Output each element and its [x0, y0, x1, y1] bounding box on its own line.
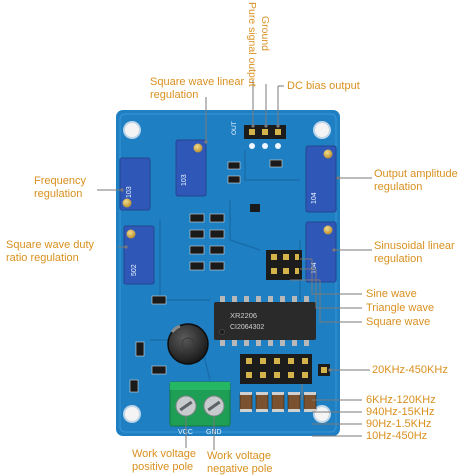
electrolytic-capacitor — [167, 323, 209, 365]
trimmer-code: 103 — [126, 186, 133, 198]
mounting-hole — [313, 405, 331, 423]
label-square-wave-linear-regulation: Square wave linear regulation — [150, 76, 245, 101]
mounting-hole — [123, 405, 141, 423]
label-work-voltage-positive-pole: Work voltage positive pole — [132, 448, 196, 473]
trimmer-frequency[interactable] — [119, 157, 151, 211]
trimmer-square-linear[interactable] — [175, 139, 207, 197]
mounting-hole — [313, 121, 331, 139]
trimmer-code: 104 — [311, 192, 318, 204]
label-ground: Ground — [259, 16, 271, 52]
label-range-10hz-450hz: 10Hz-450Hz — [366, 430, 428, 442]
label-frequency-regulation: Frequency regulation — [34, 175, 86, 200]
label-triangle-wave: Triangle wave — [366, 302, 435, 314]
label-square-wave-duty-ratio-regulation: Square wave duty ratio regulation — [6, 239, 95, 264]
xr2206-chip: XR2206 CI2064302 — [214, 296, 316, 346]
chip-marking-line2: CI2064302 — [230, 324, 264, 331]
chip-marking-line1: XR2206 — [230, 311, 257, 320]
trimmer-duty-ratio[interactable] — [123, 225, 155, 285]
label-pure-signal-output: Pure signal output — [246, 2, 258, 87]
label-range-90hz-1-5khz: 90Hz-1.5KHz — [366, 418, 432, 430]
pointer-lines — [97, 80, 372, 450]
trimmer-code: 104 — [311, 262, 318, 274]
label-output-amplitude-regulation: Output amplitude regulation — [374, 168, 458, 193]
out-silk: OUT — [231, 121, 238, 135]
trimmer-sinusoidal-linear[interactable] — [305, 221, 337, 283]
label-square-wave: Square wave — [366, 316, 431, 328]
label-sine-wave: Sine wave — [366, 288, 417, 300]
label-range-940hz-15khz: 940Hz-15KHz — [366, 406, 435, 418]
label-work-voltage-negative-pole: Work voltage negative pole — [207, 450, 273, 475]
trimmer-output-amplitude[interactable] — [305, 145, 337, 213]
label-dc-bias-output: DC bias output — [287, 80, 360, 92]
trimmer-code: 103 — [181, 174, 188, 186]
trimmer-code: 502 — [131, 264, 138, 276]
label-range-20khz-450khz: 20KHz-450KHz — [372, 364, 448, 376]
label-range-6khz-120khz: 6KHz-120KHz — [366, 394, 436, 406]
range-select-header[interactable] — [240, 354, 330, 384]
label-sinusoidal-linear-regulation: Sinusoidal linear regulation — [374, 240, 455, 265]
mounting-hole — [123, 121, 141, 139]
vcc-silk: VCC — [178, 429, 193, 436]
power-screw-terminal[interactable] — [169, 381, 231, 427]
